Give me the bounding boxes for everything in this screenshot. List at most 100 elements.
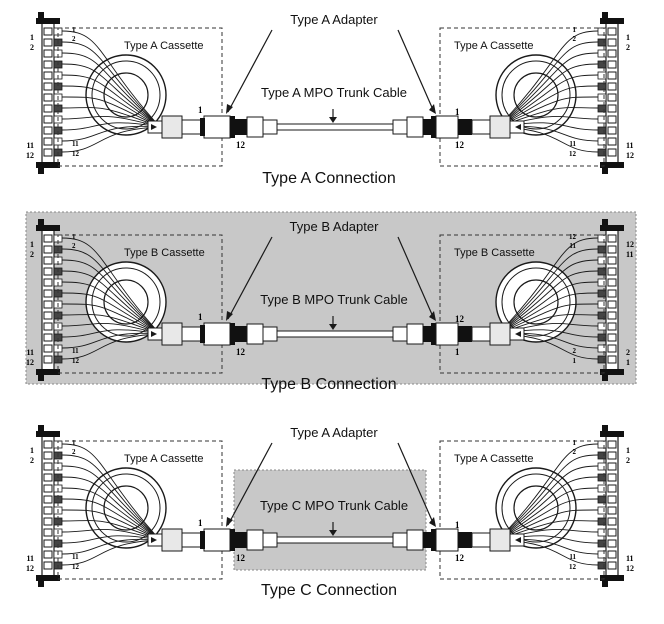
rack-port <box>607 115 617 124</box>
adapter-pointer-right <box>397 442 435 526</box>
rack-ear-bottom <box>38 577 44 587</box>
rack-port <box>607 484 617 493</box>
rack-ear-top <box>38 219 44 229</box>
mpo-arrow-left <box>151 537 157 543</box>
rack-port <box>43 115 53 124</box>
fiber-strand <box>497 443 599 541</box>
rack-bar-bottom <box>36 162 60 168</box>
rack-bar-top <box>600 225 624 231</box>
fiber-spool-ring <box>501 473 571 543</box>
rack-port <box>43 278 53 287</box>
rack-port <box>43 289 53 298</box>
rack-number: 11 <box>626 141 634 150</box>
port-connector <box>597 506 607 515</box>
adapter-left-key <box>200 118 205 136</box>
fiber-strand <box>497 52 599 128</box>
fan-number: 11 <box>569 242 576 250</box>
fiber-strand <box>61 498 161 541</box>
rack-port <box>607 278 617 287</box>
fiber-strand <box>497 85 599 128</box>
rack-port <box>43 451 53 460</box>
adapter-label: Type A Adapter <box>290 425 378 440</box>
adapter-left-key <box>200 325 205 343</box>
rack-port <box>607 82 617 91</box>
port-connector <box>597 137 607 146</box>
port-connector <box>597 322 607 331</box>
fiber-strand <box>61 528 161 541</box>
mpo-boot-right <box>489 528 511 552</box>
fiber-strand <box>61 443 161 541</box>
rack-bar-top <box>36 431 60 437</box>
fiber-strand <box>61 125 161 142</box>
rack-ear-bottom <box>602 371 608 381</box>
fan-number: 11 <box>72 140 79 148</box>
fiber-strand <box>497 292 599 335</box>
fiber-strand <box>61 520 161 541</box>
cassette-outline <box>57 27 223 167</box>
mpo-arrow-right <box>515 331 521 337</box>
rack-number: 12 <box>626 240 634 249</box>
port-connector <box>597 82 607 91</box>
rack-port <box>43 38 53 47</box>
fiber-strand <box>61 270 161 335</box>
rack-port <box>607 506 617 515</box>
port-connector <box>597 49 607 58</box>
rack-port <box>43 126 53 135</box>
rack-port <box>607 344 617 353</box>
trunk-plug-left <box>235 326 247 342</box>
rack-number: 12 <box>626 564 634 573</box>
fan-number: 12 <box>569 563 577 571</box>
fiber-strand <box>497 465 599 541</box>
rack-port <box>607 104 617 113</box>
trunk-plug-left <box>235 532 247 548</box>
rack-port <box>607 148 617 157</box>
rack-port <box>607 300 617 309</box>
adapter-number: 1 <box>455 347 460 357</box>
rack-bar-bottom <box>600 575 624 581</box>
rack-number: 11 <box>26 348 34 357</box>
adapter-right-key <box>431 116 436 138</box>
trunk-plug-right <box>423 326 431 342</box>
fiber-strand <box>497 281 599 335</box>
cassette-outline <box>439 234 605 374</box>
rack-port <box>607 355 617 364</box>
fiber-strand <box>61 487 161 541</box>
rack-port <box>43 355 53 364</box>
adapter-pointer-left-head <box>226 104 233 114</box>
rack-port <box>43 495 53 504</box>
port-connector <box>597 484 607 493</box>
rack-port <box>607 311 617 320</box>
cassette-outline <box>439 27 605 167</box>
port-connector <box>597 333 607 342</box>
rack-number: 12 <box>26 564 34 573</box>
adapter-number: 12 <box>236 553 246 563</box>
port-connector <box>597 267 607 276</box>
adapter-number: 1 <box>198 105 203 115</box>
connection-caption: Type B Connection <box>261 376 396 393</box>
fiber-strand <box>61 535 161 544</box>
rack-port <box>43 93 53 102</box>
port-connector <box>597 38 607 47</box>
rack-number: 2 <box>30 250 34 259</box>
port-connector <box>597 473 607 482</box>
rack-ear-bottom <box>602 577 608 587</box>
adapter-label: Type B Adapter <box>290 219 380 234</box>
connection-caption: Type A Connection <box>262 170 395 187</box>
rack-port <box>43 517 53 526</box>
cassette-outline <box>439 440 605 580</box>
trunk-cable <box>276 123 394 131</box>
port-connector <box>597 550 607 559</box>
trunk-strain-right <box>392 326 408 342</box>
fiber-spool-hub <box>513 485 559 531</box>
trunk-cable <box>276 536 394 544</box>
fiber-strand <box>497 107 599 128</box>
mpo-boot-right <box>489 115 511 139</box>
port-connector <box>597 148 607 157</box>
port-connector <box>597 440 607 449</box>
adapter-number: 12 <box>236 140 246 150</box>
rack-port <box>43 137 53 146</box>
trunk-cable-label: Type B MPO Trunk Cable <box>260 292 407 307</box>
